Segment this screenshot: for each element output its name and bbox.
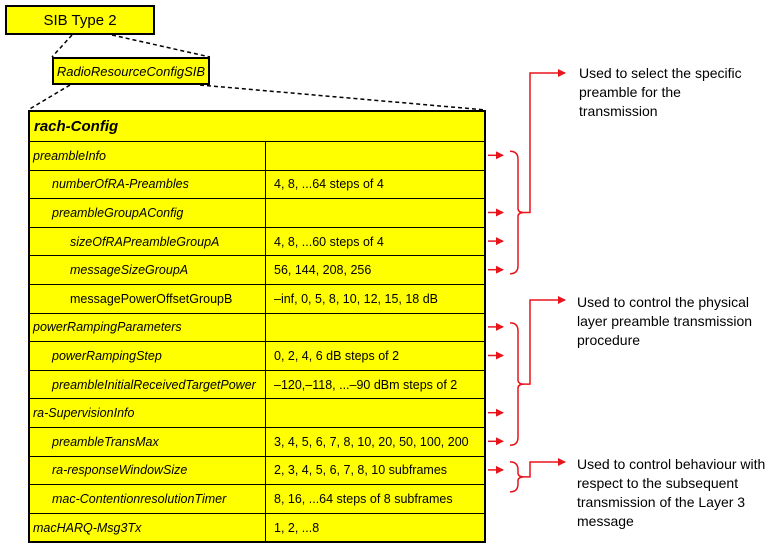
parameter-name: sizeOfRAPreambleGroupA bbox=[30, 227, 266, 256]
radio-resource-config-label: RadioResourceConfigSIB bbox=[56, 63, 206, 79]
row-arrows bbox=[488, 151, 504, 474]
parameter-name: messageSizeGroupA bbox=[30, 256, 266, 284]
table-header-row: rach-Config bbox=[30, 112, 484, 141]
parameter-value bbox=[266, 142, 484, 170]
bracket-connector-arrow bbox=[524, 69, 566, 214]
sib-type2-box: SIB Type 2 bbox=[5, 5, 155, 35]
parameter-value: 3, 4, 5, 6, 7, 8, 10, 20, 50, 100, 200 bbox=[274, 434, 469, 449]
note-physical-layer-control: Used to control the physical layer pream… bbox=[577, 294, 753, 348]
parameter-name: powerRampingStep bbox=[30, 342, 266, 370]
parameter-name: preambleInitialReceivedTargetPower bbox=[30, 370, 266, 399]
parameter-value bbox=[266, 199, 484, 227]
note-preamble-selection: Used to select the specific preamble for… bbox=[579, 65, 742, 119]
bracket-connector-arrow bbox=[524, 458, 566, 478]
table-row: messageSizeGroupA 56, 144, 208, 256 bbox=[30, 255, 484, 284]
parameter-name: messagePowerOffsetGroupB bbox=[30, 284, 266, 313]
note-layer3-message: Used to control behaviour with respect t… bbox=[577, 456, 766, 529]
parameter-name: ra-responseWindowSize bbox=[30, 456, 266, 485]
table-row: powerRampingParameters bbox=[30, 312, 484, 342]
table-row: ra-SupervisionInfo bbox=[30, 398, 484, 427]
table-row: ra-responseWindowSize 2, 3, 4, 5, 6, 7, 8… bbox=[30, 455, 484, 485]
parameter-name: macHARQ-Msg3Tx bbox=[30, 513, 266, 542]
table-row: preambleTransMax 3, 4, 5, 6, 7, 8, 10, 20… bbox=[30, 426, 484, 456]
table-row: preambleGroupAConfig bbox=[30, 198, 484, 227]
parameter-value bbox=[266, 314, 484, 342]
parameter-value: 56, 144, 208, 256 bbox=[274, 263, 372, 278]
table-row: messagePowerOffsetGroupB –inf, 0, 5, 8, 1… bbox=[30, 283, 484, 313]
parameter-name: preambleTransMax bbox=[30, 427, 266, 456]
parameter-name: ra-SupervisionInfo bbox=[30, 399, 266, 427]
table-row: preambleInfo bbox=[30, 141, 484, 170]
sib-type2-label: SIB Type 2 bbox=[43, 11, 117, 29]
table-row: macHARQ-Msg3Tx 1, 2, ...8 bbox=[30, 512, 484, 542]
parameter-value: 1, 2, ...8 bbox=[274, 520, 320, 535]
radio-resource-config-box: RadioResourceConfigSIB bbox=[52, 57, 210, 85]
parameter-value bbox=[266, 399, 484, 427]
parameter-value: 2, 3, 4, 5, 6, 7, 8, 10 subframes bbox=[274, 463, 448, 478]
parameter-value: 4, 8, ...64 steps of 4 bbox=[274, 177, 384, 192]
parameter-name: powerRampingParameters bbox=[30, 313, 266, 342]
parameter-value: 8, 16, ...64 steps of 8 subframes bbox=[274, 491, 453, 506]
group-bracket bbox=[509, 461, 525, 493]
parameter-name: preambleInfo bbox=[30, 142, 266, 170]
zoom-line-left-2 bbox=[27, 84, 71, 111]
table-row: powerRampingStep 0, 2, 4, 6 dB steps of 2 bbox=[30, 341, 484, 370]
parameter-value: 4, 8, ...60 steps of 4 bbox=[274, 234, 384, 249]
parameter-name: mac-ContentionresolutionTimer bbox=[30, 485, 266, 513]
table-row: numberOfRA-Preambles 4, 8, ...64 steps of… bbox=[30, 169, 484, 199]
zoom-line-left-1 bbox=[51, 34, 73, 58]
table-header: rach-Config bbox=[34, 118, 119, 135]
parameter-name: numberOfRA-Preambles bbox=[30, 170, 266, 199]
parameter-value: –120,–118, ...–90 dBm steps of 2 bbox=[274, 377, 458, 392]
table-row: sizeOfRAPreambleGroupA 4, 8, ...60 steps … bbox=[30, 226, 484, 256]
group-brackets bbox=[509, 69, 566, 493]
parameter-name: preambleGroupAConfig bbox=[30, 199, 266, 227]
group-bracket bbox=[509, 322, 525, 447]
zoom-line-right-2 bbox=[199, 84, 487, 111]
bracket-connector-arrow bbox=[524, 296, 566, 385]
group-bracket bbox=[509, 150, 525, 275]
table-row: preambleInitialReceivedTargetPower –120,–… bbox=[30, 369, 484, 399]
table-row: mac-ContentionresolutionTimer 8, 16, ...6… bbox=[30, 484, 484, 513]
parameter-value: 0, 2, 4, 6 dB steps of 2 bbox=[274, 348, 400, 363]
zoom-line-right-1 bbox=[111, 34, 211, 58]
parameter-value: –inf, 0, 5, 8, 10, 12, 15, 18 dB bbox=[274, 291, 439, 306]
